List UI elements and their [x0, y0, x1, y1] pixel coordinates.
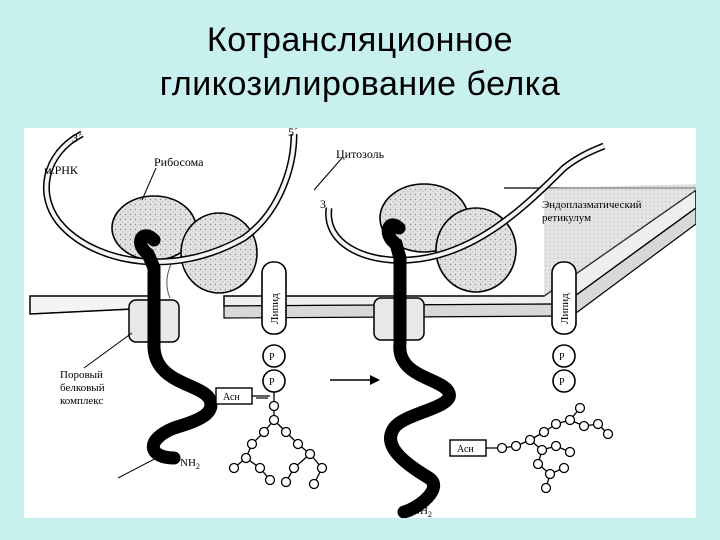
phosphate-label-right-2: P [559, 377, 565, 388]
ribosome-left [111, 195, 258, 299]
phosphate-label-left-1: P [269, 352, 275, 363]
mrna-label: м.РНК [44, 163, 79, 177]
phosphate-label-right-1: P [559, 352, 565, 363]
page-title: Котрансляционное гликозилирование белка [0, 18, 720, 106]
asn-box-left [215, 387, 270, 405]
cytosol-label: Цитозоль [336, 147, 385, 161]
five-prime-label: 5´ [288, 128, 298, 139]
pore-label-line2: белковый [60, 382, 105, 394]
lipid-carrier-right [551, 261, 577, 393]
mrna-strand-right [325, 142, 606, 264]
er-label-line2: ретикулум [542, 212, 591, 224]
label-pointers [83, 157, 343, 479]
asn-box-right [449, 439, 487, 457]
pore-label-line3: комплекс [60, 395, 103, 407]
pore-label-line1: Поровый [60, 369, 103, 381]
glycosylation-diagram: 3´ м.РНК Рибосома 5´ Цитозоль 3 Эндоплаз… [29, 128, 696, 518]
three-prime-left-label: 3´ [72, 131, 82, 145]
transfer-arrow [256, 375, 380, 399]
three-prime-right-label: 3 [320, 197, 326, 211]
lipid-carrier-left [261, 261, 287, 393]
oligosaccharide-right [484, 402, 614, 494]
title-line-2: гликозилирование белка [159, 65, 561, 103]
nh2-label-right: NH2 [412, 505, 432, 518]
oligosaccharide-left [228, 392, 328, 490]
lipid-label-right: Липид [559, 293, 571, 324]
lipid-label-left: Липид [269, 293, 281, 324]
ribosome-label: Рибосома [154, 155, 204, 169]
diagram-panel: 3´ м.РНК Рибосома 5´ Цитозоль 3 Эндоплаз… [24, 128, 696, 518]
nh2-label-left: NH2 [180, 457, 200, 471]
mrna-strand-left [42, 130, 298, 266]
asn-label-left: Асн [223, 392, 240, 403]
polypeptide-right [381, 218, 456, 518]
polypeptide-left [134, 229, 218, 465]
asn-label-right: Асн [457, 444, 474, 455]
phosphate-label-left-2: P [269, 377, 275, 388]
er-label-line1: Эндоплазматический [542, 199, 642, 211]
title-line-1: Котрансляционное [206, 21, 514, 59]
